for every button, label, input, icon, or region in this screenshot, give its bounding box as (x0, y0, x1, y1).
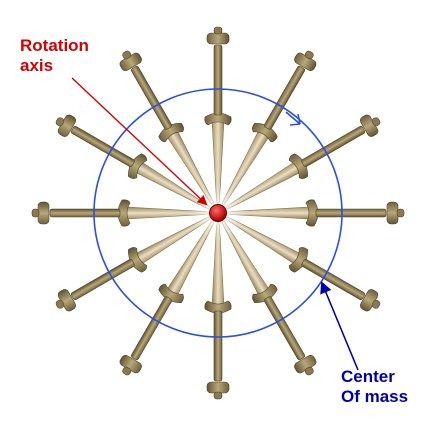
sword-icon (119, 219, 215, 376)
center-of-mass-label: Center Of mass (341, 367, 408, 407)
sword-icon (224, 114, 381, 210)
rotation-axis-label-line-1: Rotation (20, 36, 89, 55)
center-of-mass-circle (93, 88, 343, 338)
sword-icon (204, 26, 232, 206)
sword-icon (224, 216, 381, 312)
sword-icon (225, 199, 405, 227)
rotation-axis-pivot (209, 204, 227, 222)
sword-icon (221, 50, 317, 207)
sword-icon (55, 216, 212, 312)
sword-icon (31, 199, 211, 227)
sword-icon (204, 220, 232, 400)
rotation-axis-label: Rotation axis (20, 36, 89, 76)
center-of-mass-label-line-1: Center (341, 367, 395, 386)
sword-icon (221, 219, 317, 376)
center-of-mass-pointer-arrow (320, 281, 359, 371)
sword-icon (55, 114, 212, 210)
rotation-axis-pointer-arrow (71, 77, 208, 206)
rotation-axis-label-line-2: axis (20, 56, 54, 75)
center-of-mass-label-line-2: Of mass (341, 387, 409, 406)
motion-direction-arrow-icon (285, 111, 301, 126)
